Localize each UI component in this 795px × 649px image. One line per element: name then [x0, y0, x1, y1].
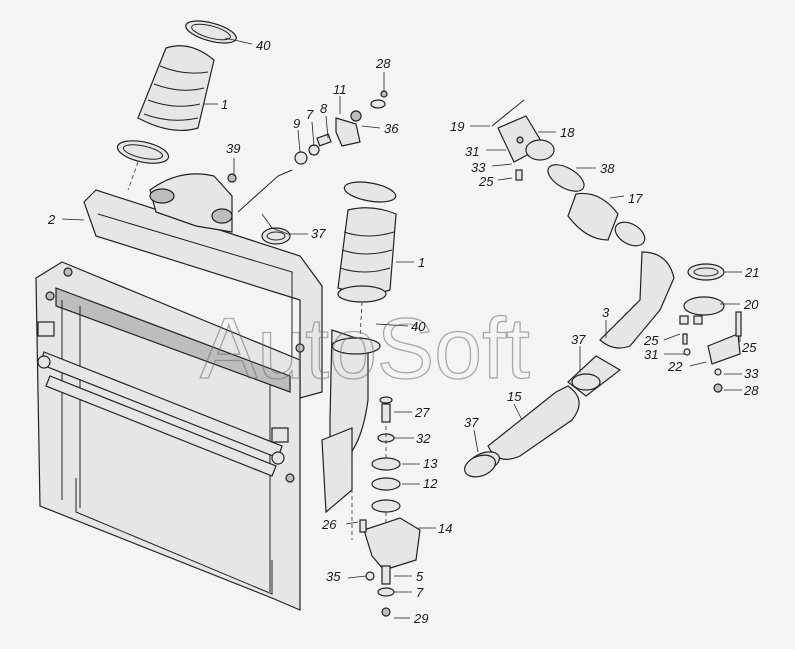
callout-7-upper: 7	[306, 107, 314, 122]
upper-left-hose	[116, 20, 237, 191]
callout-5: 5	[416, 569, 424, 584]
callout-22: 22	[667, 359, 683, 374]
callout-40-upper: 40	[256, 38, 271, 53]
leader-lines	[61, 37, 742, 619]
callout-25-right: 25	[741, 340, 757, 355]
callout-13: 13	[423, 456, 438, 471]
callout-labels: 40 1 28 11 8 7 9 36 19 18 31 33 38 25 39…	[47, 38, 759, 626]
callout-29: 29	[413, 611, 428, 626]
callout-12: 12	[423, 476, 438, 491]
watermark: AutoSoft	[200, 301, 530, 397]
clamp-37-upper	[261, 227, 291, 245]
callout-38: 38	[600, 161, 615, 176]
callout-31-lower: 31	[644, 347, 658, 362]
callout-7-lower: 7	[416, 585, 424, 600]
callout-11: 11	[333, 82, 347, 97]
callout-32: 32	[416, 431, 431, 446]
callout-21: 21	[744, 265, 759, 280]
callout-1-upper: 1	[221, 97, 228, 112]
callout-28-upper: 28	[375, 56, 391, 71]
callout-37-lower: 37	[464, 415, 479, 430]
callout-25-upper: 25	[478, 174, 494, 189]
callout-37-right: 37	[571, 332, 586, 347]
callout-39: 39	[226, 141, 240, 156]
callout-15: 15	[507, 389, 522, 404]
callout-27: 27	[414, 405, 430, 420]
bracket-assembly-upper	[227, 90, 388, 213]
callout-31-upper: 31	[465, 144, 479, 159]
callout-33-upper: 33	[471, 160, 486, 175]
callout-18: 18	[560, 125, 575, 140]
callout-36: 36	[384, 121, 399, 136]
callout-19: 19	[450, 119, 464, 134]
callout-3: 3	[602, 305, 610, 320]
callout-17: 17	[628, 191, 643, 206]
callout-28-lower: 28	[743, 383, 759, 398]
callout-35: 35	[326, 569, 341, 584]
radiator-assembly	[35, 173, 369, 611]
clamp-37-lower	[463, 454, 497, 478]
callout-9: 9	[293, 116, 300, 131]
callout-26: 26	[321, 517, 337, 532]
callout-2: 2	[47, 212, 56, 227]
callout-8-upper: 8	[320, 101, 328, 116]
callout-37-upper: 37	[311, 226, 326, 241]
callout-20: 20	[743, 297, 759, 312]
lower-mount-stack	[351, 396, 421, 617]
callout-33-lower: 33	[744, 366, 759, 381]
right-pipe-system	[468, 99, 675, 473]
callout-14: 14	[438, 521, 452, 536]
center-hose	[331, 181, 397, 355]
right-small-parts	[679, 263, 742, 393]
callout-25-middle: 25	[643, 333, 659, 348]
callout-1-center: 1	[418, 255, 425, 270]
callout-40-center: 40	[411, 319, 426, 334]
